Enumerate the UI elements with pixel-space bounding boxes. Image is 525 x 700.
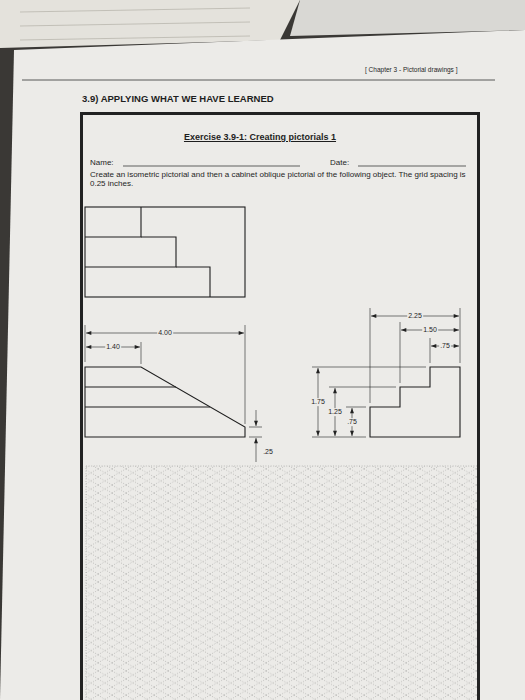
side-view-dimensions: [312, 308, 460, 437]
dimension-text: 2.25: [407, 312, 423, 320]
exercise-title: Exercise 3.9-1: Creating pictorials 1: [184, 132, 336, 142]
front-view: [85, 367, 245, 437]
instructions: Create an isometric pictorial and then a…: [90, 170, 470, 188]
dimension-text: 1.50: [422, 326, 438, 334]
dimension-text: 4.00: [157, 329, 173, 337]
form-lines: [123, 166, 466, 167]
dimension-text: .75: [439, 342, 451, 350]
dimension-text: 1.75: [310, 398, 326, 406]
side-view: [370, 367, 460, 437]
front-view-dimensions: [85, 325, 262, 462]
section-heading: 3.9) APPLYING WHAT WE HAVE LEARNED: [82, 94, 274, 105]
exercise-frame: Exercise 3.9-1: Creating pictorials 1 Nam…: [80, 112, 480, 700]
dimension-text: 1.40: [105, 343, 121, 351]
dimension-text: .25: [262, 448, 274, 456]
dimension-text: 1.25: [327, 408, 343, 416]
name-field: Name:: [90, 158, 114, 167]
chapter-header: [ Chapter 3 - Pictorial drawings ]: [365, 66, 457, 73]
date-field: Date:: [330, 158, 349, 167]
isometric-grid: [86, 466, 478, 700]
top-view: [85, 207, 245, 297]
dimension-text: .75: [346, 418, 358, 426]
